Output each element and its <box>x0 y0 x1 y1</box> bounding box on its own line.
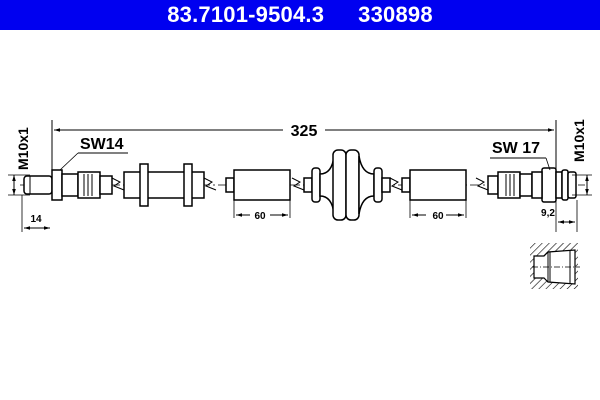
title-bar: 83.7101-9504.3 330898 <box>0 0 600 30</box>
sleeve-2-dimension: 60 <box>233 200 291 222</box>
left-fitting <box>23 169 113 201</box>
part-number: 83.7101-9504.3 <box>167 2 325 27</box>
right-end-label: 9,2 <box>541 208 555 219</box>
protective-sleeve-1 <box>123 163 205 207</box>
right-sleeve-label: 60 <box>432 211 444 222</box>
left-thread-label: M10x1 <box>15 127 31 170</box>
hose-breaks <box>111 177 489 191</box>
reference-number: 330898 <box>358 2 433 27</box>
center-bracket <box>303 149 391 221</box>
right-end-dimension: 9,2 <box>541 200 578 232</box>
right-fitting <box>487 167 577 203</box>
left-sleeve-label: 60 <box>254 211 266 222</box>
left-end-label: 14 <box>30 214 42 225</box>
left-thread-dimension: M10x1 <box>8 127 31 196</box>
protective-sleeve-3 <box>401 169 467 201</box>
left-wrench-label: SW14 <box>80 136 124 153</box>
overall-length-label: 325 <box>291 123 318 140</box>
protective-sleeve-2 <box>225 169 291 201</box>
thread-port-section-icon <box>530 243 580 289</box>
sleeve-3-dimension: 60 <box>409 200 467 222</box>
overall-length-dimension: 325 <box>51 120 557 190</box>
right-thread-label: M10x1 <box>571 119 587 162</box>
right-thread-dimension: M10x1 <box>571 119 592 196</box>
left-end-dimension: 14 <box>21 195 50 232</box>
right-wrench-label: SW 17 <box>492 140 540 157</box>
